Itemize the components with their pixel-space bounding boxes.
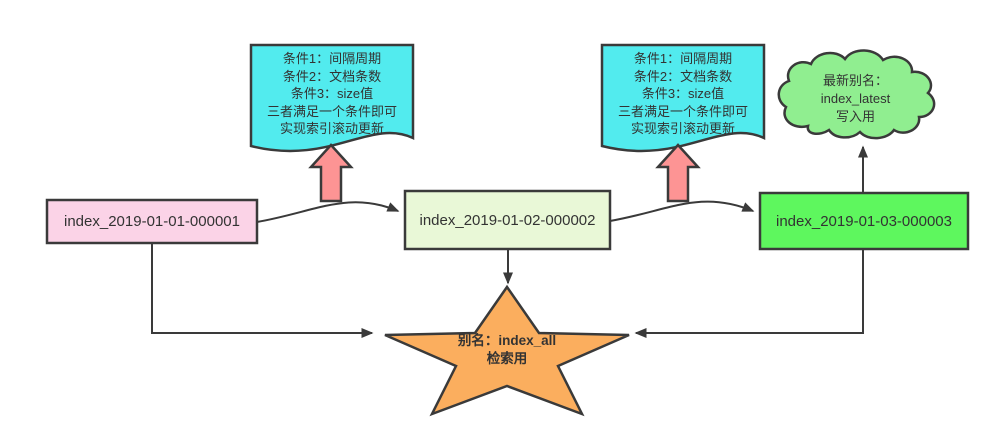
index3-box [758,191,970,251]
latest-alias-cloud [777,49,936,140]
rollover-conditions-text-2: 条件1：间隔周期 条件2：文档条数 条件3：size值 三者满足一个条件即可 实… [617,51,748,136]
search-alias-star [384,284,630,417]
rollover-conditions-callout-1 [249,43,415,153]
index2-label: index_2019-01-02-000002 [419,211,596,229]
connector-index1-to-star [151,243,374,338]
rollover-conditions-text-1: 条件1：间隔周期 条件2：文档条数 条件3：size值 三者满足一个条件即可 实… [266,51,397,136]
index1-box [45,198,259,245]
latest-alias-cloud-text: 最新别名： index_latest 写入用 [820,73,891,124]
connector-index3-to-star [634,250,864,338]
connector-index1-to-index2 [256,201,400,223]
rollover-conditions-callout-2 [600,43,766,153]
up-block-arrow-icon-1 [308,143,354,203]
connector-index2-to-index3 [609,200,755,222]
index1-label: index_2019-01-01-000001 [64,213,240,230]
up-block-arrow-icon-2 [655,143,701,203]
index3-label: index_2019-01-03-000003 [776,212,952,230]
index2-box [403,189,612,251]
search-alias-star-text: 别名：index_all 检索用 [457,333,557,366]
